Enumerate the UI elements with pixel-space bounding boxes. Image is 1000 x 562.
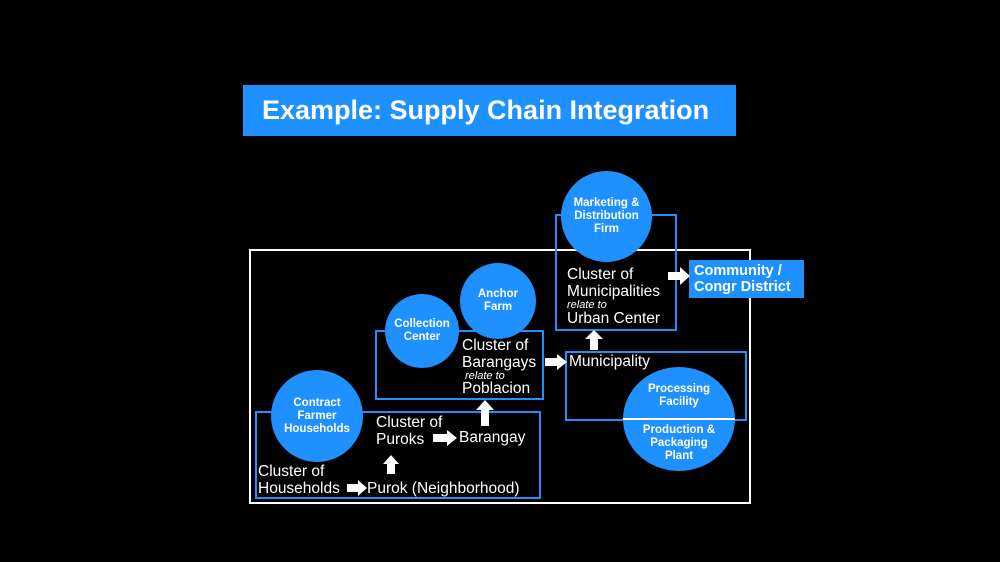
arrow-up-icon xyxy=(585,330,603,350)
poblacion-label: Poblacion xyxy=(462,380,531,397)
arrow-right-icon xyxy=(347,480,367,496)
divider xyxy=(623,417,735,420)
slide-title: Example: Supply Chain Integration xyxy=(262,95,710,125)
cluster-puroks-label: Cluster of Puroks xyxy=(376,414,443,448)
cluster-municipalities-label: Cluster of Municipalities xyxy=(567,266,661,300)
processing-production-node: Processing Facility Production & Packagi… xyxy=(623,367,735,471)
households-box xyxy=(255,411,541,499)
community-congr-district-box: Community / Congr District xyxy=(689,260,804,298)
relate-to-label-2: relate to xyxy=(567,299,607,311)
arrow-right-icon xyxy=(433,430,457,446)
municipality-label: Municipality xyxy=(569,353,650,370)
arrow-up-icon xyxy=(476,400,494,426)
relate-to-label-1: relate to xyxy=(465,370,505,382)
anchor-farm-node: Anchor Farm xyxy=(460,263,536,339)
arrow-up-icon xyxy=(383,455,399,474)
barangay-label: Barangay xyxy=(459,429,526,446)
contract-farmer-households-node: Contract Farmer Households xyxy=(271,370,363,462)
arrow-right-icon xyxy=(668,267,690,285)
arrow-right-icon xyxy=(545,354,567,370)
cluster-households-label: Cluster of Households xyxy=(258,463,340,497)
cluster-barangays-label: Cluster of Barangays xyxy=(462,337,537,371)
barangays-box xyxy=(375,330,544,400)
production-packaging-plant-label: Production & Packaging Plant xyxy=(642,423,716,462)
purok-label: Purok (Neighborhood) xyxy=(367,480,520,497)
title-banner: Example: Supply Chain Integration xyxy=(243,85,736,136)
processing-facility-label: Processing Facility xyxy=(648,383,710,408)
outer-frame xyxy=(249,249,751,504)
collection-center-node: Collection Center xyxy=(385,294,459,368)
urban-center-label: Urban Center xyxy=(567,310,661,327)
marketing-distribution-firm-node: Marketing & Distribution Firm xyxy=(561,171,652,262)
